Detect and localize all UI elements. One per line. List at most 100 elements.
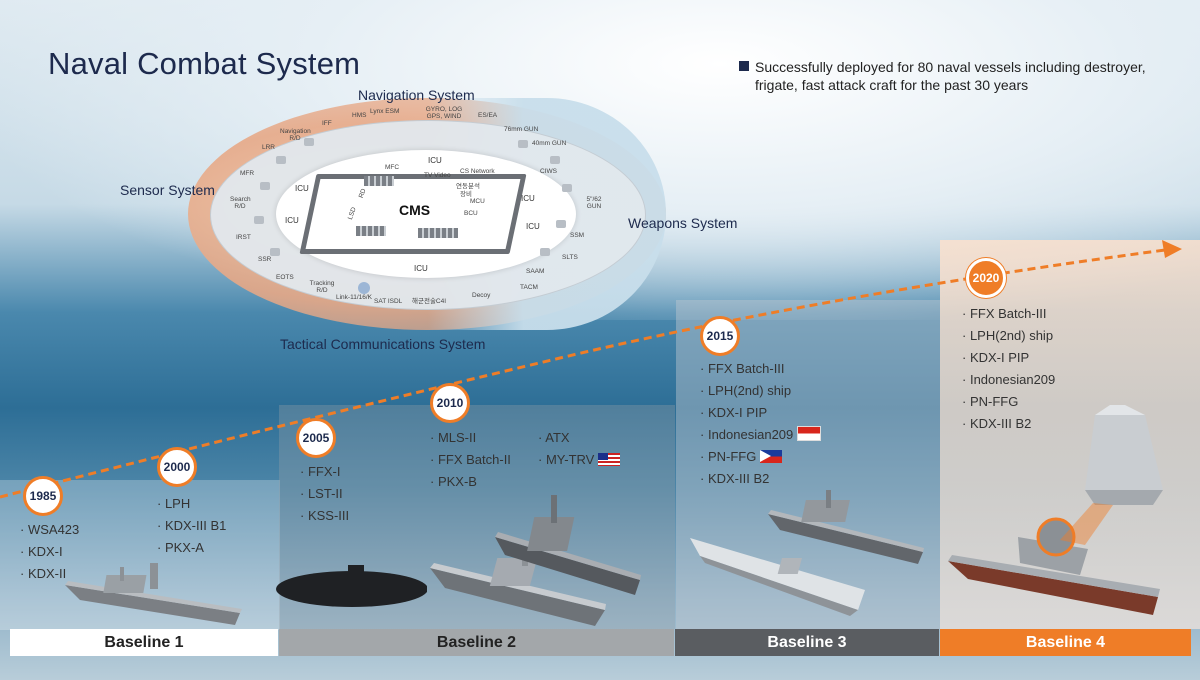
submarine-icon — [276, 565, 427, 607]
navigation-system-label: Navigation System — [358, 87, 475, 103]
cs-network-label: CS Network — [460, 168, 495, 175]
list-2005: FFX-I LST-II KSS-III — [300, 461, 349, 527]
list-item: LPH — [157, 493, 226, 515]
slts-label: SLTS — [562, 254, 578, 261]
list-item: MLS-II — [430, 427, 511, 449]
list-item: KDX-III B2 — [700, 468, 821, 490]
growth-arrow-line — [0, 248, 1166, 499]
mfc-label: MFC — [385, 164, 400, 171]
icu-right-top: ICU — [521, 194, 535, 203]
torpedo-icon — [540, 248, 550, 256]
list-item: KDX-I — [20, 541, 79, 563]
icu-top: ICU — [428, 156, 442, 165]
list-item: FFX Batch-III — [700, 358, 821, 380]
year-2000: 2000 — [157, 447, 197, 487]
year-2005: 2005 — [296, 418, 336, 458]
bcu-label: BCU — [464, 210, 478, 217]
satellite-globe-icon — [358, 282, 370, 294]
arrow-head-icon — [1162, 240, 1182, 258]
radar-icon — [304, 138, 314, 146]
weapons-system-label: Weapons System — [628, 215, 738, 231]
list-item: KDX-II — [20, 563, 79, 585]
list-item: Indonesian209 — [700, 424, 822, 446]
list-item: FFX-I — [300, 461, 349, 483]
missile-icon — [556, 220, 566, 228]
list-item: KDX-I PIP — [700, 402, 821, 424]
c4i-label: 해군전술C4I — [412, 298, 447, 305]
tv-video-label: TV Video — [424, 172, 451, 179]
sensor-icon — [254, 216, 264, 224]
icu-right: ICU — [526, 222, 540, 231]
gun-icon — [550, 156, 560, 164]
tactical-communications-label: Tactical Communications System — [280, 336, 486, 352]
mcu-label: MCU — [470, 198, 485, 205]
list-2010-export: ATX MY-TRV — [538, 427, 621, 471]
sensor-system-label: Sensor System — [120, 182, 215, 198]
list-item: PN-FFG — [962, 391, 1055, 413]
navigation-rd-label: Navigation R/D — [280, 128, 311, 142]
list-item: Indonesian209 — [962, 369, 1055, 391]
gyro-log-label: GYRO, LOG GPS, WIND — [425, 106, 463, 120]
year-1985: 1985 — [23, 476, 63, 516]
console-rack-bottom — [356, 226, 386, 236]
lrr-label: LRR — [262, 144, 276, 151]
future-destroyer-icon — [948, 517, 1160, 615]
lynx-esm-label: Lynx ESM — [370, 108, 400, 115]
console-rack-bottom-right — [418, 228, 458, 238]
tracking-rd-label: Tracking R/D — [309, 280, 335, 294]
search-rd-label: Search R/D — [230, 196, 251, 210]
indonesia-flag-icon — [797, 426, 822, 441]
icu-left-top: ICU — [295, 184, 309, 193]
list-item: LPH(2nd) ship — [962, 325, 1055, 347]
philippines-flag-icon — [760, 450, 783, 463]
baseline-4-bar: Baseline 4 — [940, 629, 1191, 656]
list-1985: WSA423 KDX-I KDX-II — [20, 519, 79, 585]
year-2010: 2010 — [430, 383, 470, 423]
ssr-label: SSR — [258, 256, 272, 263]
link-label: Link-11/16/K — [336, 294, 373, 301]
40mm-gun-label: 40mm GUN — [532, 140, 567, 147]
baseline-2-bar: Baseline 2 — [279, 629, 674, 656]
list-item: FFX Batch-II — [430, 449, 511, 471]
year-2015: 2015 — [700, 316, 740, 356]
list-item: KDX-I PIP — [962, 347, 1055, 369]
ciws-label: CIWS — [540, 168, 557, 175]
list-item: FFX Batch-III — [962, 303, 1055, 325]
frigate-ship-icon — [430, 548, 606, 626]
list-item: KDX-III B1 — [157, 515, 226, 537]
es-ea-label: ES/EA — [478, 112, 498, 119]
sat-isdl-label: SAT ISDL — [374, 298, 403, 305]
sensor-icon — [270, 248, 280, 256]
korean-label-1: 연동분석 — [456, 183, 480, 190]
baseline-3-bar: Baseline 3 — [675, 629, 939, 656]
list-item: PKX-B — [430, 471, 511, 493]
iff-label: IFF — [322, 120, 332, 127]
combat-system-diagram: CMS MFC TV Video CS Network 연동분석 장비 MCU … — [188, 98, 666, 330]
inner-ring — [276, 150, 576, 278]
gun-icon — [518, 140, 528, 148]
5in-gun-label: 5"/62 GUN — [586, 196, 602, 210]
list-item: MY-TRV — [538, 449, 621, 471]
tacm-label: TACM — [520, 284, 538, 291]
page-title: Naval Combat System — [48, 46, 361, 81]
cms-label: CMS — [399, 202, 431, 218]
radar-icon — [260, 182, 270, 190]
korean-label-2: 장비 — [460, 191, 472, 198]
list-2000: LPH KDX-III B1 PKX-A — [157, 493, 226, 559]
list-item: LPH(2nd) ship — [700, 380, 821, 402]
eots-label: EOTS — [276, 274, 294, 281]
ciws-icon — [562, 184, 572, 192]
hms-label: HMS — [352, 112, 367, 119]
ssm-label: SSM — [570, 232, 585, 239]
76mm-gun-label: 76mm GUN — [504, 126, 539, 133]
destroyer-ship-icon — [65, 563, 242, 625]
list-2015: FFX Batch-III LPH(2nd) ship KDX-I PIP In… — [700, 358, 822, 490]
saam-label: SAAM — [526, 268, 545, 275]
deployment-note: Successfully deployed for 80 naval vesse… — [739, 58, 1179, 94]
icu-bottom: ICU — [414, 264, 428, 273]
list-item: KDX-III B2 — [962, 413, 1055, 435]
mfr-label: MFR — [240, 170, 255, 177]
list-item: KSS-III — [300, 505, 349, 527]
radar-icon — [276, 156, 286, 164]
